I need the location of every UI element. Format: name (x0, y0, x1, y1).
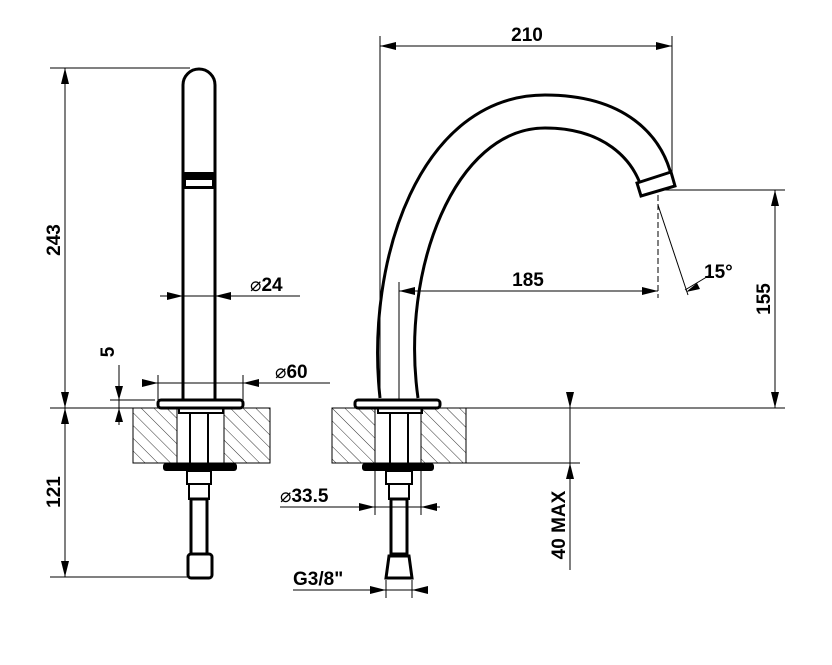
spout-tube-side (181, 67, 217, 400)
gasket-front (362, 463, 434, 471)
gasket-side (163, 463, 237, 471)
spout-arc-outer (376, 93, 674, 399)
base-flange-side (156, 398, 245, 410)
supply-hose-front (389, 497, 409, 556)
outlet-height-155-label: 155 (754, 283, 775, 315)
hose-nut-front (384, 554, 414, 580)
angle-15-label: 15° (704, 262, 733, 283)
spout-outlet (635, 170, 677, 198)
base-diameter-label: ⌀60 (275, 362, 308, 383)
spout-diameter-label: ⌀24 (250, 275, 283, 296)
side-view: 243 121 5 ⌀24 ⌀60 (44, 67, 330, 580)
base-flange-front (353, 398, 442, 410)
hose-nut-side (186, 552, 214, 580)
flange-5-label: 5 (98, 346, 119, 357)
below-121-label: 121 (44, 476, 65, 508)
spout-arc-inner (413, 126, 643, 399)
hole-diameter-label: ⌀33.5 (280, 486, 329, 507)
width-210-label: 210 (511, 25, 543, 46)
height-243-label: 243 (44, 224, 65, 256)
supply-hose-side (189, 497, 209, 556)
reach-185-label: 185 (512, 270, 544, 291)
max-thickness-label: 40 MAX (549, 490, 570, 559)
thread-label: G3/8" (293, 569, 343, 590)
front-view: 210 185 15° 155 40 MAX ⌀33.5 G3/8" (280, 25, 785, 598)
